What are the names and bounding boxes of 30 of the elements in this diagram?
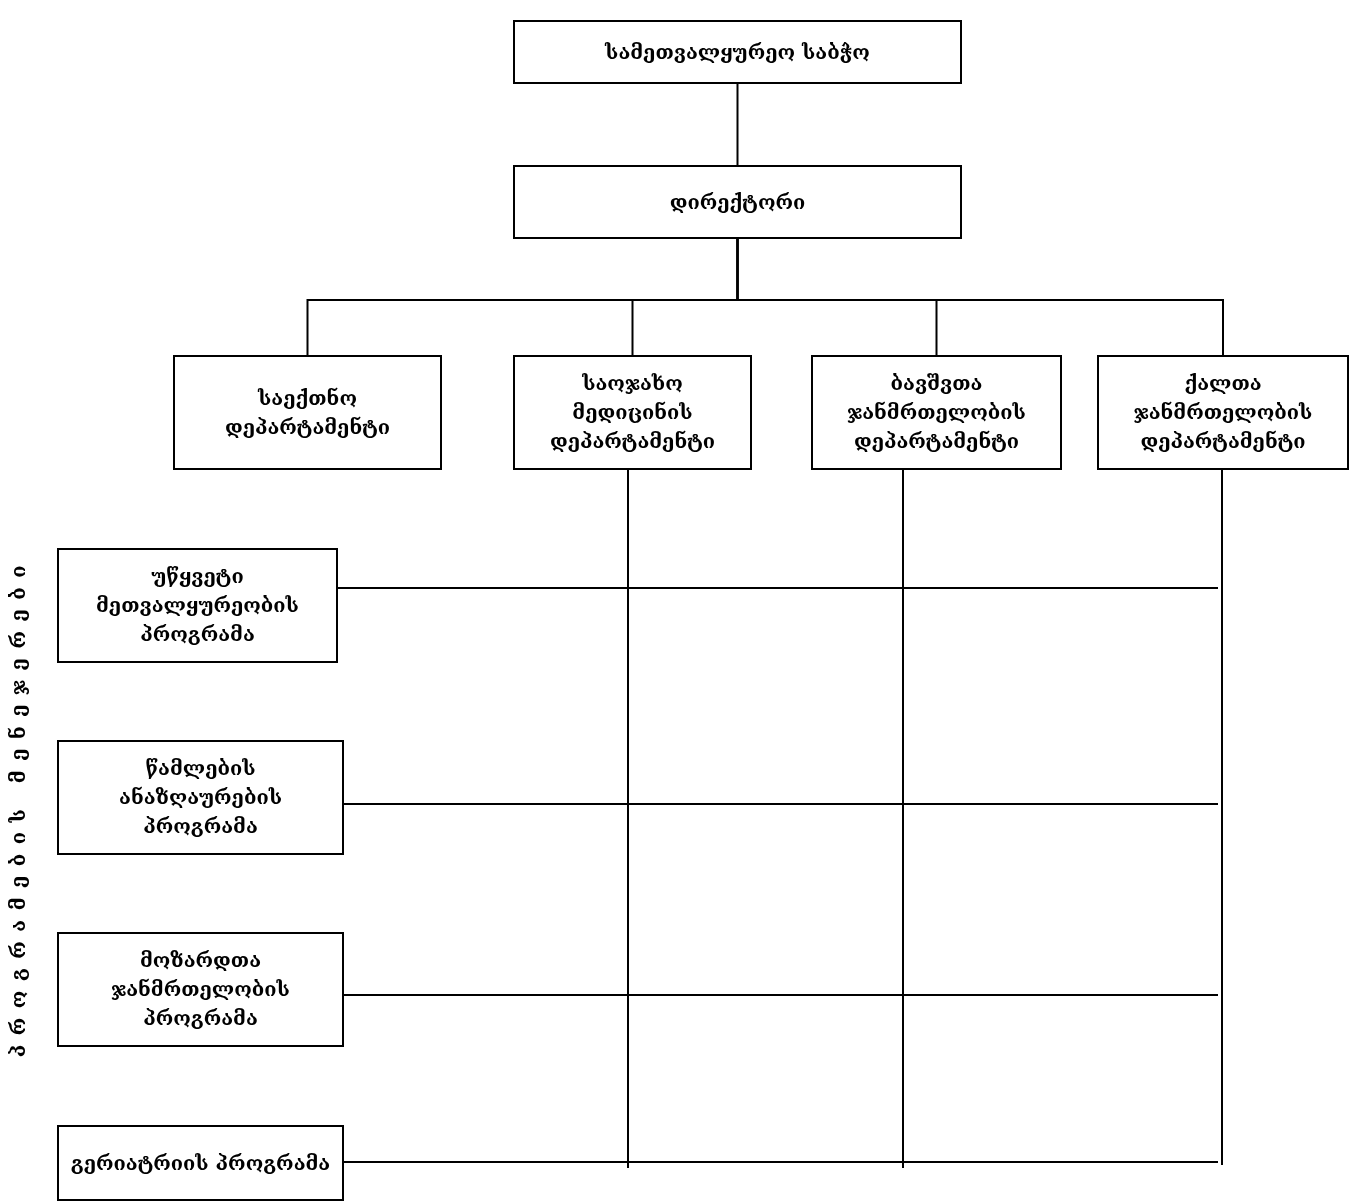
- connector-line: [736, 83, 739, 166]
- box-label: დირექტორი: [669, 188, 806, 216]
- box-label: წამლების ანაზღაურების პროგრამა: [118, 755, 283, 840]
- connector-line: [902, 469, 904, 1169]
- department-box: [811, 355, 1062, 470]
- department-box: [173, 355, 442, 470]
- connector-line: [1221, 469, 1223, 1166]
- connector-line: [736, 238, 1224, 356]
- box-label: ქალთა ჯანმრთელობის დეპარტამენტი: [1132, 370, 1314, 455]
- connector-line: [343, 1161, 1219, 1163]
- department-box: [513, 355, 752, 470]
- box-label: ბავშვთა ჯანმრთელობის დეპარტამენტი: [846, 370, 1027, 455]
- vertical-label: პროგრამების მენეჯერები: [6, 556, 30, 1058]
- connector-line: [337, 587, 1219, 589]
- program-box: [57, 548, 338, 663]
- box-label: გერიატრიის პროგრამა: [70, 1149, 331, 1177]
- box-label: უწყვეტი მეთვალყურეობის პროგრამა: [95, 563, 300, 648]
- connector-line: [343, 803, 1219, 805]
- program-box: [57, 740, 344, 855]
- program-box: [57, 932, 344, 1047]
- box-label: საოჯახო მედიცინის დეპარტამენტი: [548, 370, 717, 455]
- program-box: [57, 1125, 344, 1201]
- box-label: სამეთვალყურეო საბჭო: [605, 38, 870, 66]
- management-box: [513, 20, 962, 84]
- box-label: საექთნო დეპარტამენტი: [223, 384, 392, 441]
- connector-line: [627, 469, 629, 1169]
- management-box: [513, 165, 962, 239]
- connector-line: [343, 994, 1219, 996]
- department-box: [1097, 355, 1349, 470]
- box-label: მოზარდთა ჯანმრთელობის პროგრამა: [110, 947, 291, 1032]
